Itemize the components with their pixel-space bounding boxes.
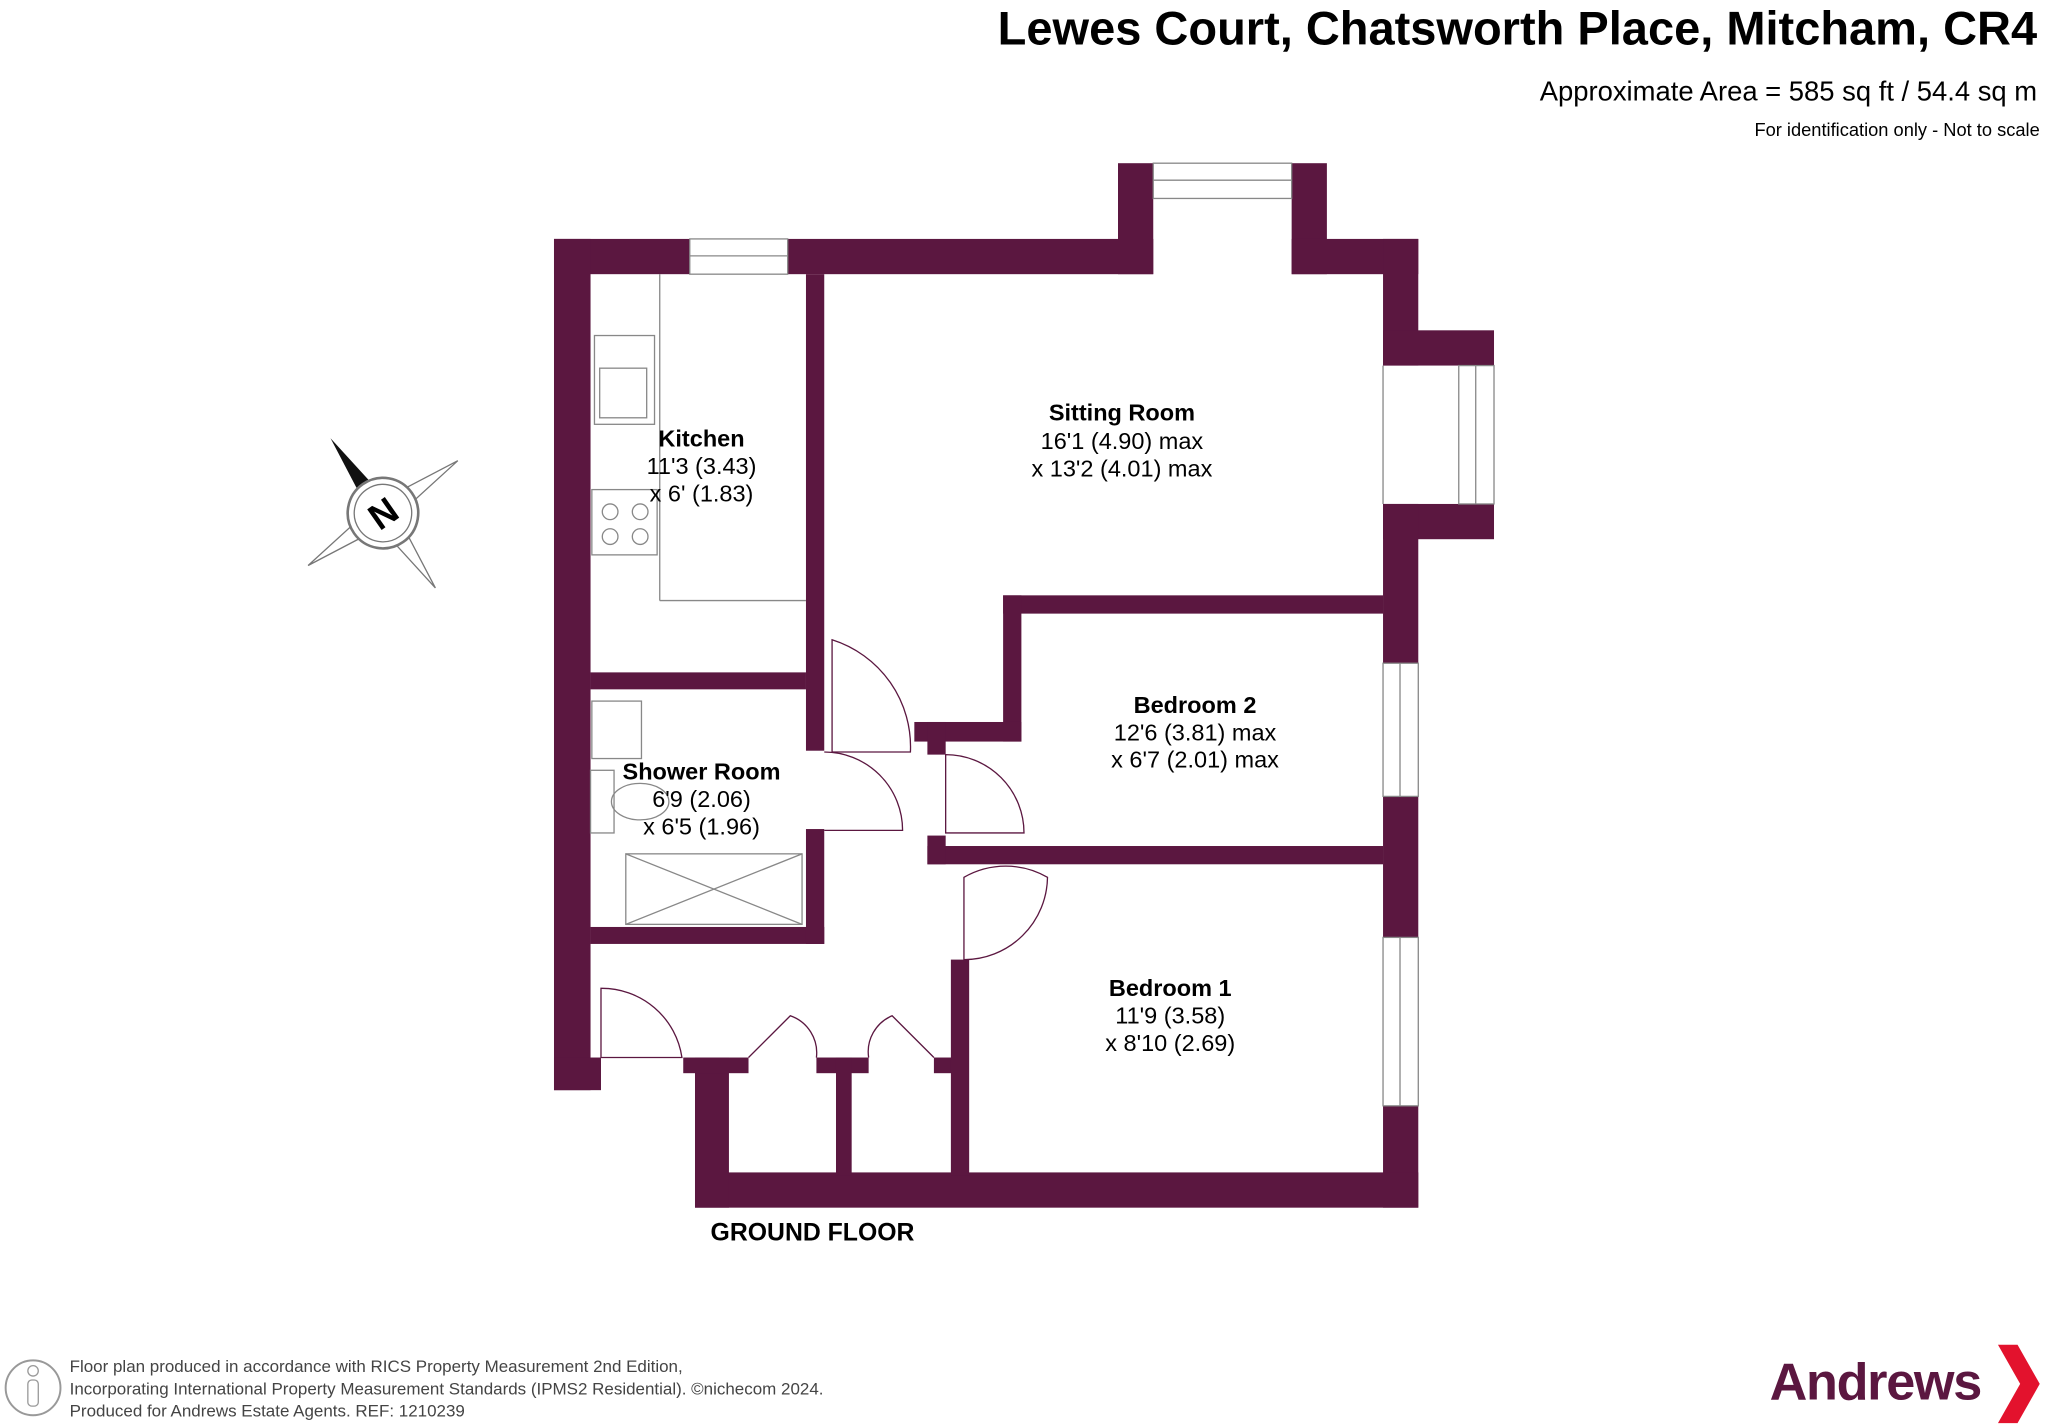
sink-icon <box>593 334 656 425</box>
room-dimension: x 8'10 (2.69) <box>1105 1030 1235 1056</box>
shower-tray-icon <box>625 853 803 926</box>
andrews-logo: Andrews <box>1770 1344 2040 1424</box>
room-dimension: 12'6 (3.81) max <box>1114 719 1277 745</box>
footer-line-3: Produced for Andrews Estate Agents. REF:… <box>70 1402 465 1421</box>
chevron-right-icon <box>1997 1344 2040 1424</box>
room-name: Bedroom 2 <box>1134 692 1257 718</box>
room-dimension: 16'1 (4.90) max <box>1041 428 1204 454</box>
shower-room-fixtures <box>589 700 803 926</box>
walls <box>553 163 1495 1208</box>
room-dimension: x 6'5 (1.96) <box>643 813 760 839</box>
door-swings <box>600 638 1049 1059</box>
info-icon <box>4 1359 62 1417</box>
room-shower-room: Shower Room 6'9 (2.06) x 6'5 (1.96) <box>623 758 781 839</box>
scale-note: For identification only - Not to scale <box>1754 119 2039 140</box>
kitchen-fixtures <box>591 274 806 602</box>
property-title: Lewes Court, Chatsworth Place, Mitcham, … <box>998 1 2037 54</box>
brand-name: Andrews <box>1770 1354 1981 1412</box>
room-dimension: 11'9 (3.58) <box>1115 1003 1225 1029</box>
room-dimension: x 13'2 (4.01) max <box>1032 456 1213 482</box>
approximate-area: Approximate Area = 585 sq ft / 54.4 sq m <box>1540 76 2037 107</box>
room-dimension: 11'3 (3.43) <box>647 453 757 479</box>
room-name: Shower Room <box>623 758 781 784</box>
footer-line-1: Floor plan produced in accordance with R… <box>70 1357 683 1376</box>
room-bedroom-1: Bedroom 1 11'9 (3.58) x 8'10 (2.69) <box>1105 975 1235 1056</box>
windows <box>689 162 1495 1107</box>
room-dimension: 6'9 (2.06) <box>652 786 751 812</box>
basin-icon <box>591 700 643 760</box>
footer-line-2: Incorporating International Property Mea… <box>70 1379 824 1398</box>
room-bedroom-2: Bedroom 2 12'6 (3.81) max x 6'7 (2.01) m… <box>1111 692 1279 773</box>
room-dimension: x 6' (1.83) <box>650 480 754 506</box>
room-name: Sitting Room <box>1049 399 1195 425</box>
hob-icon <box>591 488 658 556</box>
toilet-icon <box>589 769 615 834</box>
room-sitting-room: Sitting Room 16'1 (4.90) max x 13'2 (4.0… <box>1032 399 1213 481</box>
floor-label: GROUND FLOOR <box>711 1219 915 1246</box>
room-name: Kitchen <box>658 426 744 452</box>
room-kitchen: Kitchen 11'3 (3.43) x 6' (1.83) <box>647 426 757 507</box>
room-dimension: x 6'7 (2.01) max <box>1111 747 1279 773</box>
north-compass-icon: N <box>307 438 459 589</box>
room-name: Bedroom 1 <box>1109 975 1232 1001</box>
